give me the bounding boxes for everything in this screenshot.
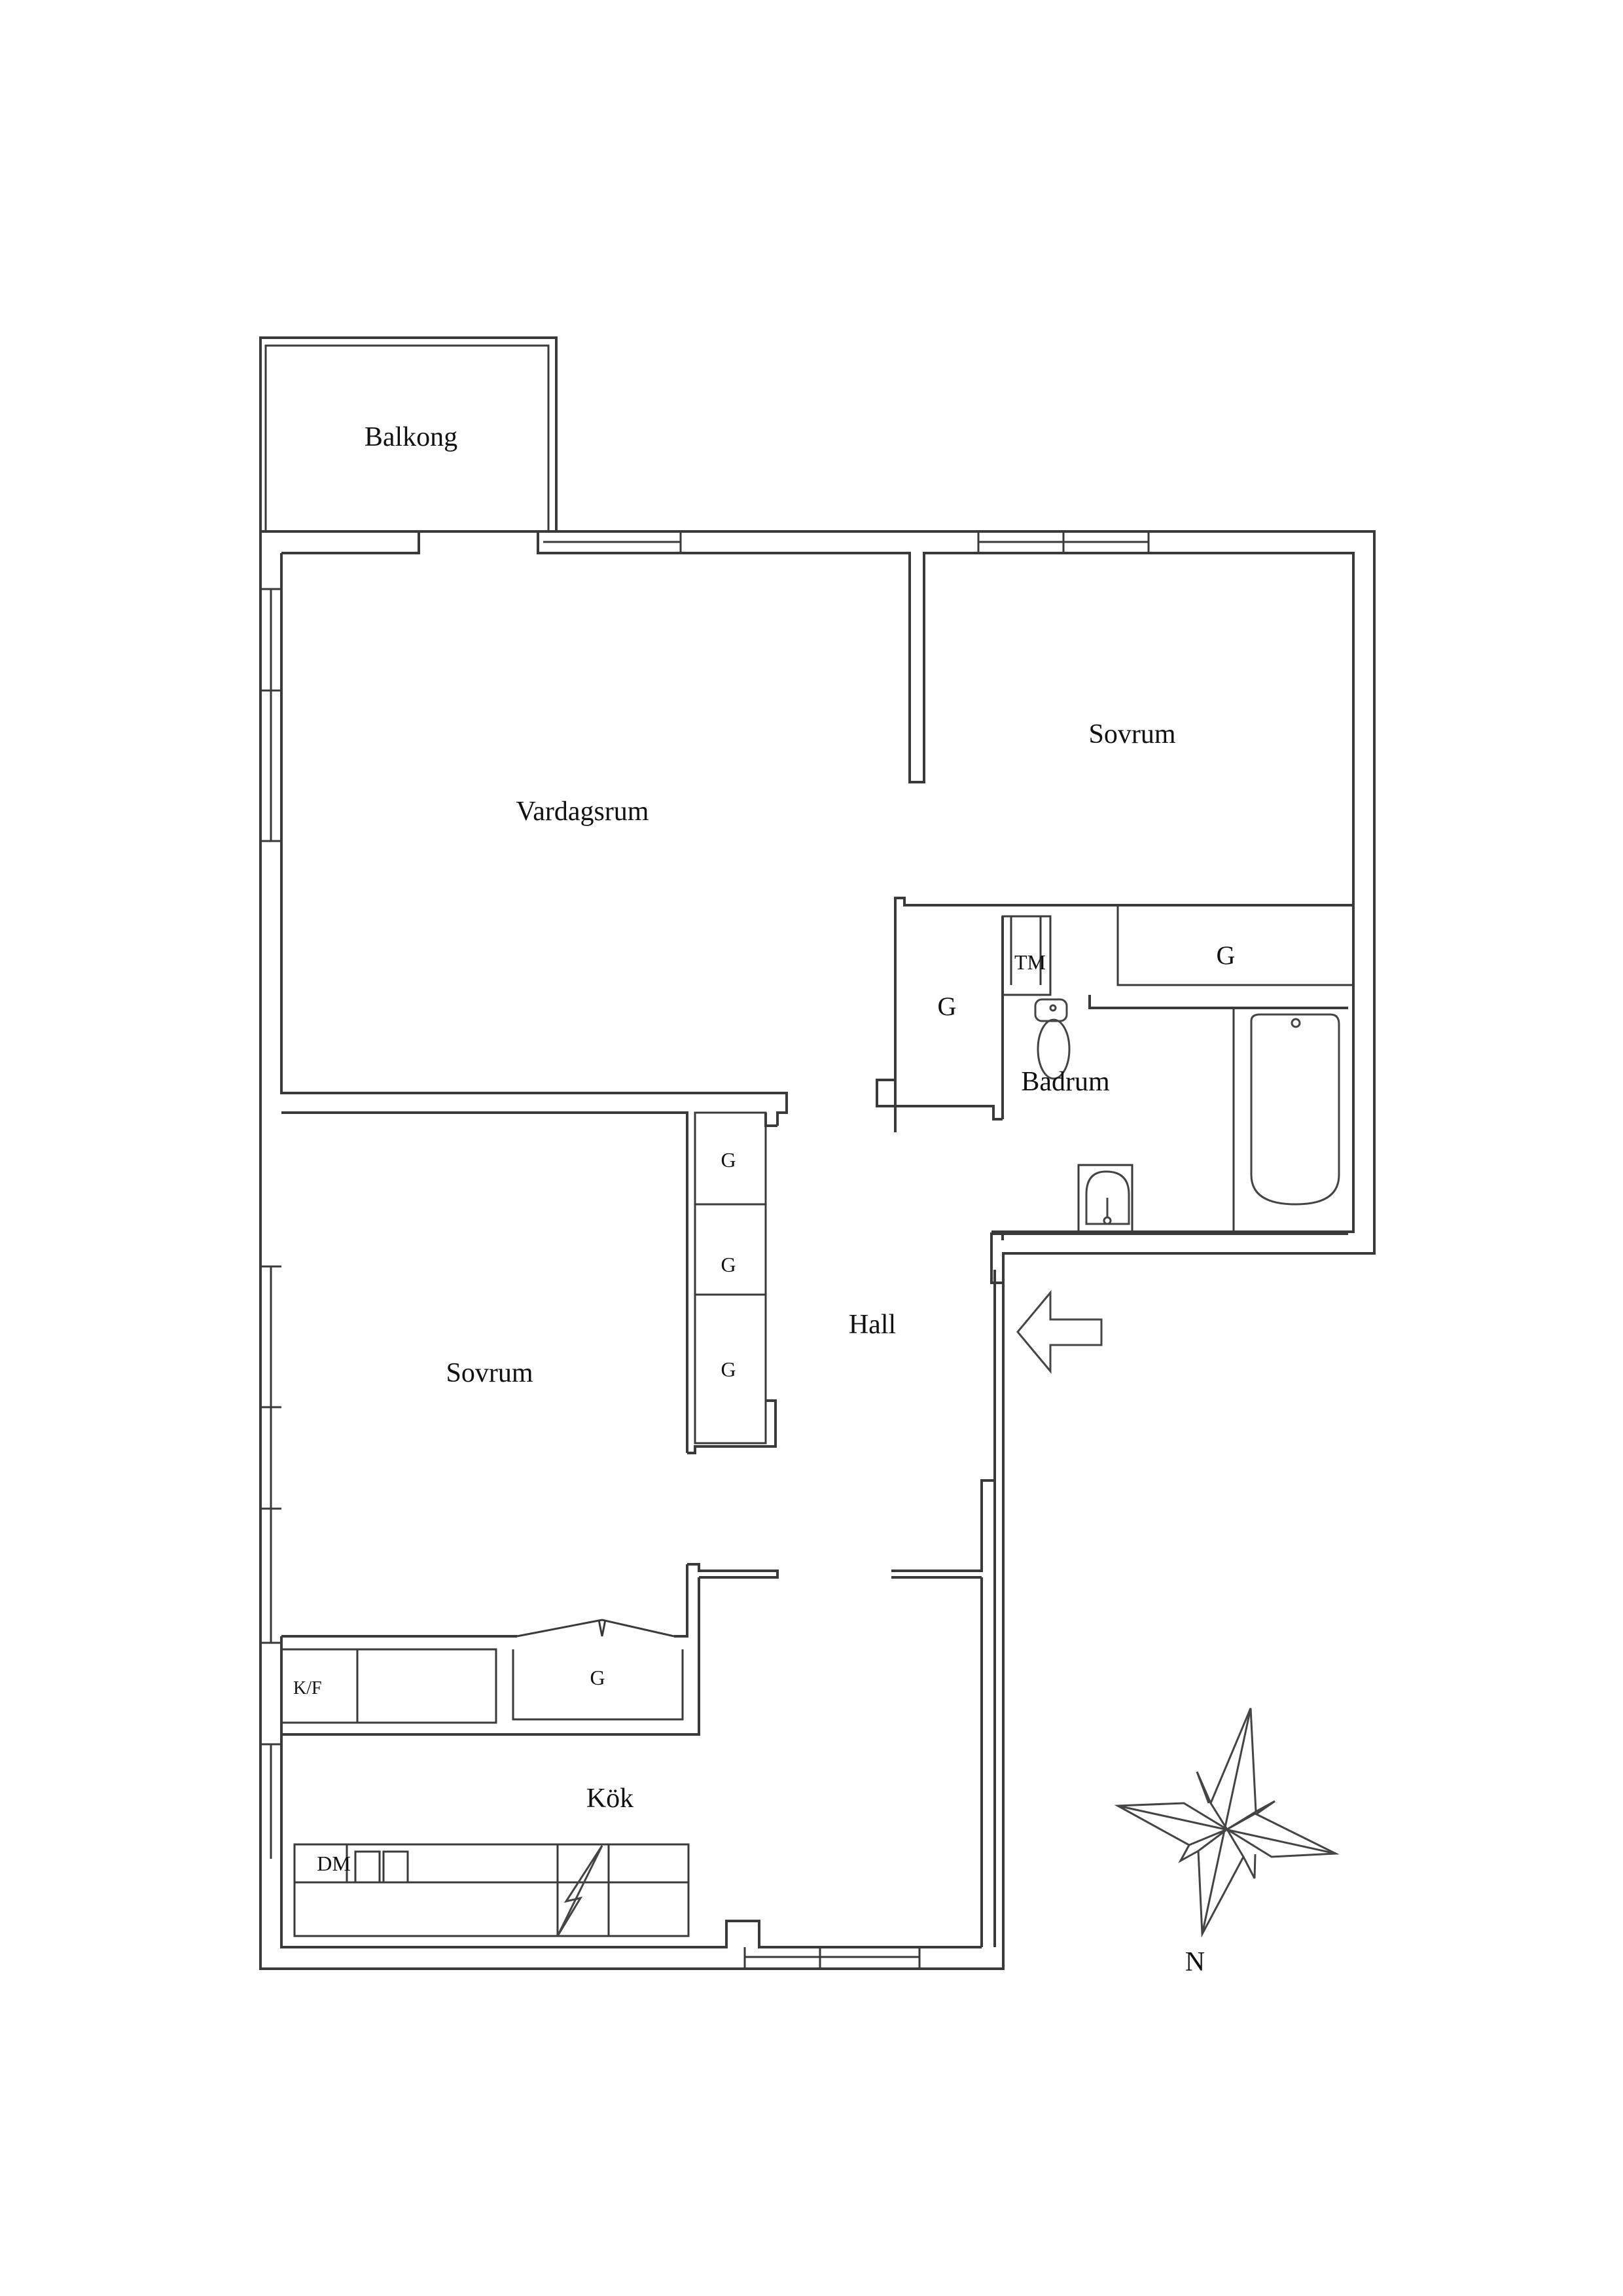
storage-label-g: G bbox=[721, 1148, 736, 1172]
sink-icon bbox=[1077, 1164, 1133, 1235]
storage-label-g: G bbox=[590, 1666, 605, 1689]
storage-label-g: G bbox=[1216, 941, 1236, 970]
kitchen-closets bbox=[280, 1619, 684, 1724]
room-label-badrum: Badrum bbox=[1021, 1067, 1110, 1097]
storage-label-g: G bbox=[721, 1357, 736, 1381]
windows bbox=[260, 531, 1150, 1969]
outer-walls bbox=[259, 530, 1376, 1970]
room-label-kok: Kök bbox=[586, 1784, 634, 1814]
storage-label-g: G bbox=[721, 1253, 736, 1276]
bathtub-icon bbox=[1250, 1013, 1340, 1206]
appliance-label-kf: K/F bbox=[293, 1678, 322, 1698]
appliance-label-dm: DM bbox=[317, 1852, 351, 1875]
room-label-sovrum-ne: Sovrum bbox=[1088, 719, 1176, 749]
entrance-arrow-icon bbox=[1016, 1289, 1103, 1374]
toilet-icon bbox=[1034, 998, 1071, 1080]
compass-north-label: N bbox=[1185, 1947, 1205, 1977]
room-label-hall: Hall bbox=[848, 1310, 897, 1340]
room-label-sovrum-w: Sovrum bbox=[446, 1358, 533, 1388]
hall-wardrobes bbox=[281, 1111, 777, 1454]
room-label-vardagsrum: Vardagsrum bbox=[516, 797, 649, 827]
storage-label-g: G bbox=[937, 992, 957, 1021]
appliance-label-tm: TM bbox=[1014, 950, 1046, 974]
compass-rose-icon bbox=[1114, 1708, 1340, 1938]
room-label-balkong: Balkong bbox=[364, 422, 458, 452]
kitchen-counter bbox=[293, 1843, 690, 1937]
bathroom-walls bbox=[876, 897, 1355, 1284]
stove-icon bbox=[556, 1845, 603, 1937]
lower-partitions bbox=[280, 1479, 995, 1948]
